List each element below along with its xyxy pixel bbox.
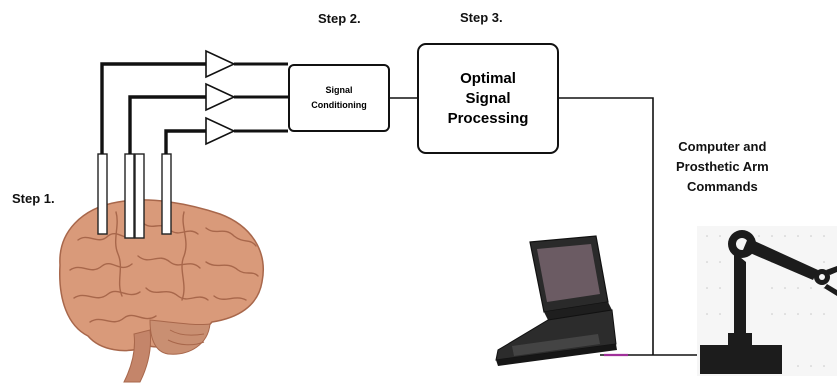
electrode-wires [100,62,206,154]
amplifier-icon [205,49,236,146]
step-2-label: Step 2. [318,11,361,26]
step-3-label: Step 3. [460,10,503,25]
step-1-label: Step 1. [12,191,55,206]
brain-illustration [59,199,264,383]
signal-conditioning-box: Signal Conditioning [288,64,390,132]
amplifier-output-wires [234,62,288,133]
optimal-signal-processing-box: Optimal Signal Processing [417,43,559,154]
laptop-icon [495,235,617,366]
computer-commands-line3: Commands [686,179,758,194]
osp-line2: Signal [465,89,511,107]
robotic-arm-icon [697,226,837,376]
osp-line1: Optimal [460,69,516,87]
signal-conditioning-line1: Signal [325,85,353,95]
computer-commands-line1: Computer and [678,139,767,154]
computer-commands-line2: Prosthetic Arm [676,159,769,174]
osp-line3: Processing [447,109,529,127]
computer-commands-label: Computer and Prosthetic Arm Commands [676,137,769,197]
signal-conditioning-line2: Conditioning [311,100,367,110]
